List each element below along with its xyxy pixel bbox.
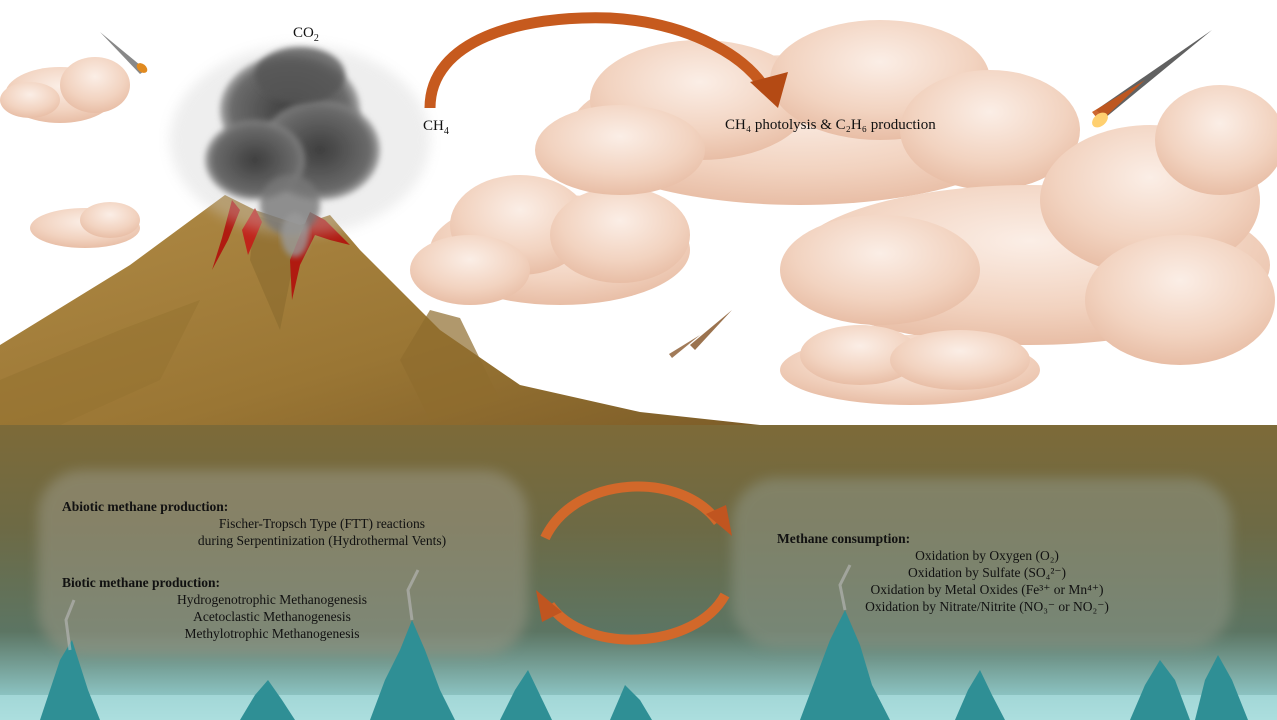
consumption-title: Methane consumption: [777, 531, 911, 546]
co2-label: CO2 [293, 25, 319, 44]
smoke-plume [170, 45, 430, 257]
cloud [30, 202, 140, 248]
vent [800, 564, 890, 720]
biotic-section: Biotic methane production: Hydrogenotrop… [62, 574, 522, 642]
consumption-panel [732, 478, 1232, 648]
vent [1195, 655, 1248, 720]
photolysis-label: CH₄ photolysis & C₂H₆ production [725, 117, 936, 133]
biotic-line: Methylotrophic Methanogenesis [184, 626, 360, 641]
abiotic-title: Abiotic methane production: [62, 499, 229, 514]
arrow-head-icon [750, 72, 788, 108]
vent [610, 685, 652, 720]
ch4-label-text: CH4 [423, 118, 449, 137]
cloud [410, 175, 690, 305]
biotic-title: Biotic methane production: [62, 575, 220, 590]
cloud [535, 20, 1080, 205]
hydrothermal-vents [40, 564, 1248, 720]
ch4-label: CH4 [423, 118, 449, 137]
atmosphere-arrow [424, 12, 770, 109]
cycle-arrow-head-icon [706, 505, 732, 536]
biotic-line: Hydrogenotrophic Methanogenesis [176, 592, 368, 607]
cloud [780, 85, 1277, 365]
vent [500, 670, 552, 720]
abiotic-line: during Serpentinization (Hydrothermal Ve… [197, 533, 447, 548]
biotic-line: Acetoclastic Methanogenesis [193, 609, 351, 624]
meteor [100, 32, 148, 74]
cloud [780, 325, 1040, 405]
consumption-line: Oxidation by Oxygen (O₂) [915, 548, 1059, 563]
consumption-line: Oxidation by Metal Oxides (Fe³⁺ or Mn⁴⁺) [870, 582, 1104, 597]
abiotic-section: Abiotic methane production: Fischer-Trop… [62, 498, 522, 549]
production-panel [38, 470, 528, 655]
cloud-group [0, 20, 1277, 405]
vent [370, 569, 455, 720]
vent [240, 680, 295, 720]
cycle-arrows [536, 481, 732, 645]
abiotic-line: Fischer-Tropsch Type (FTT) reactions [218, 516, 426, 531]
co2-label-text: CO2 [293, 25, 319, 44]
meteor [669, 310, 732, 358]
cloud [0, 57, 130, 123]
vent [955, 670, 1005, 720]
cycle-arrow-head-icon [536, 590, 562, 622]
consumption-line: Oxidation by Sulfate (SO₄²⁻) [908, 565, 1066, 580]
vent [1130, 660, 1190, 720]
vent [40, 599, 100, 720]
consumption-section: Methane consumption: Oxidation by Oxygen… [777, 530, 1217, 615]
consumption-line: Oxidation by Nitrate/Nitrite (NO₃⁻ or NO… [865, 599, 1109, 614]
meteor [1092, 30, 1212, 128]
